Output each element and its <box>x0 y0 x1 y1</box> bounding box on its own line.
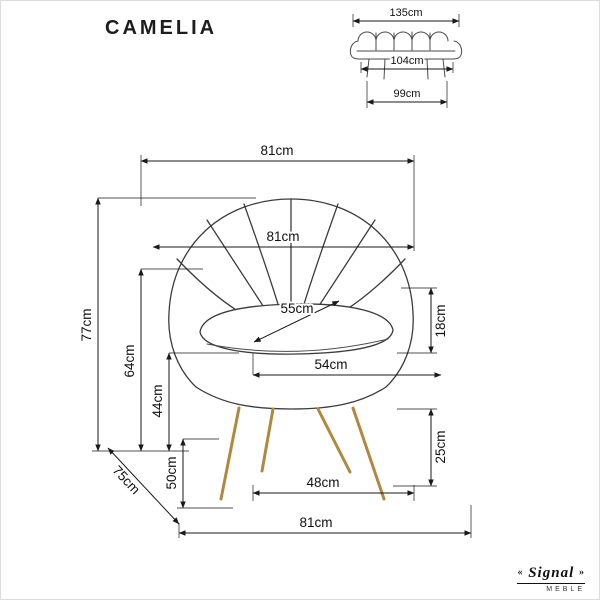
shell-channel <box>243 203 282 315</box>
dim-leg-height-25: 25cm <box>393 408 450 487</box>
dim-cushion-label: 18cm <box>433 304 448 337</box>
dim-cushion-18: 18cm <box>397 287 450 354</box>
dim-line <box>253 300 340 343</box>
dim-seat-diagonal-55: 55cm <box>253 299 340 343</box>
dim-seat-diagonal-label: 55cm <box>280 301 313 316</box>
dim-thumbnail-104: 104cm <box>360 53 454 73</box>
dim-bottom-width-label: 81cm <box>299 515 332 530</box>
sofa-arms-and-base <box>349 40 463 60</box>
rear-left-leg <box>260 407 275 473</box>
chair-silhouette <box>168 198 414 410</box>
dim-back-height-64: 64cm <box>120 268 203 452</box>
dim-thumbnail-135: 135cm <box>352 5 460 27</box>
dim-ext-lines <box>177 438 233 509</box>
dim-thumbnail-99: 99cm <box>366 81 448 108</box>
shell-channel <box>206 219 270 316</box>
dim-back-height-label: 64cm <box>122 344 137 377</box>
dim-leg-spacing-label: 48cm <box>306 475 339 490</box>
dim-under-seat-label: 50cm <box>164 456 179 489</box>
dim-bottom-width-81: 81cm <box>178 505 472 538</box>
dim-back-width-label: 81cm <box>266 229 299 244</box>
dim-seat-height-44: 44cm <box>148 352 239 452</box>
dim-leg-spacing-48: 48cm <box>252 473 415 501</box>
dim-total-height-label: 77cm <box>79 308 94 341</box>
dim-104-label: 104cm <box>390 55 423 67</box>
seat-front-seam <box>206 338 389 352</box>
sofa-shell-channels <box>375 31 431 51</box>
dim-leg-height-label: 25cm <box>433 430 448 463</box>
logo-chevron-right-icon: » <box>579 567 585 578</box>
dim-seat-width-54: 54cm <box>252 353 442 378</box>
chair-drawing <box>168 198 414 501</box>
brand-subtitle: MEBLE <box>546 586 585 593</box>
dim-top-width-81: 81cm <box>140 141 415 251</box>
dim-135-label: 135cm <box>389 7 422 19</box>
dim-ext-lines <box>393 408 437 487</box>
page-title: CAMELIA <box>105 17 217 39</box>
brand-logo: « Signal » MEBLE <box>517 565 585 593</box>
dim-total-height-77: 77cm <box>77 197 256 452</box>
front-right-leg <box>351 406 386 501</box>
brand-name: Signal <box>528 565 575 581</box>
dim-top-width-label: 81cm <box>260 143 293 158</box>
dim-back-width-81: 81cm <box>152 227 415 250</box>
shell-channel <box>300 203 339 315</box>
dim-seat-height-label: 44cm <box>150 384 165 417</box>
brand-logo-row: « Signal » <box>517 566 585 584</box>
dim-line <box>107 447 180 525</box>
dim-seat-width-label: 54cm <box>314 357 347 372</box>
rear-right-leg <box>316 407 352 474</box>
sofa-scallop-back <box>357 31 449 42</box>
shell-channel <box>312 219 376 316</box>
logo-chevron-left-icon: « <box>517 567 524 578</box>
front-left-leg <box>219 406 241 501</box>
dim-99-label: 99cm <box>394 88 421 100</box>
